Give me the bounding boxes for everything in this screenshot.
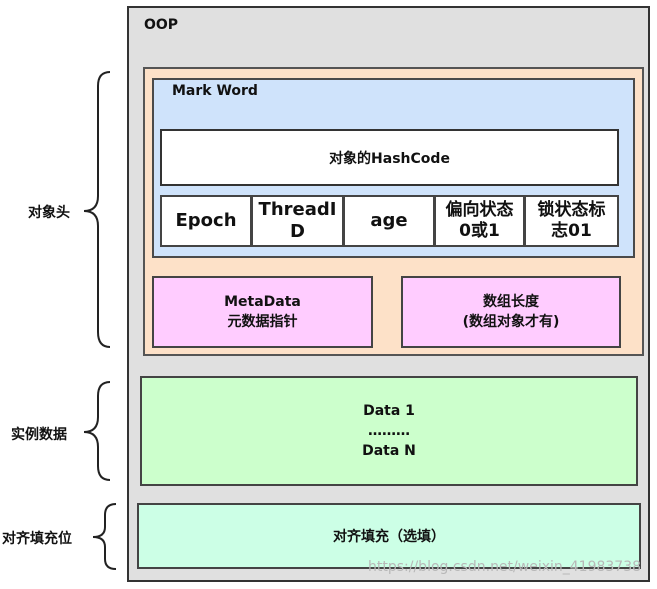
array-length-box: 数组长度 (数组对象才有) [401,276,621,348]
metadata-pointer-box: MetaData 元数据指针 [152,276,373,348]
instance-data-first: Data 1 [363,402,415,419]
padding-box: 对齐填充（选填） [137,503,641,569]
padding-brace [92,503,117,570]
mark-word-title: Mark Word [172,83,258,99]
cell-line: 偏向状态 [445,199,514,220]
cell-line: Epoch [175,209,237,231]
instance-data-last: Data N [362,443,416,460]
cell-line: age [370,209,408,231]
object-header-brace [83,71,111,348]
instance-data-box: Data 1 ……… Data N [140,376,638,486]
padding-label: 对齐填充（选填） [333,529,445,545]
oop-title: OOP [144,17,179,33]
cell-line: ThreadI [258,198,337,220]
cell-line: 志01 [551,221,592,241]
instance-data-ellipsis: ……… [368,422,410,439]
padding-label-side: 对齐填充位 [2,531,72,547]
mark-word-cell-lock-flag: 锁状态标 志01 [524,195,619,247]
array-length-title: 数组长度 [482,293,539,310]
metadata-title: MetaData [224,293,301,310]
instance-data-brace [83,381,111,481]
metadata-subtitle: 元数据指针 [227,314,298,330]
array-length-subtitle: (数组对象才有) [462,314,560,330]
instance-data-label: 实例数据 [11,427,67,443]
cell-line: D [290,221,305,242]
cell-line: 0或1 [459,221,500,241]
cell-line: 锁状态标 [537,199,606,220]
hashcode-field: 对象的HashCode [160,129,619,186]
object-header-label: 对象头 [28,205,70,221]
mark-word-cell-age: age [343,195,435,247]
mark-word-cell-biased-state: 偏向状态 0或1 [434,195,525,247]
mark-word-cell-thread-id: ThreadI D [251,195,344,247]
watermark: https://blog.csdn.net/weixin_41983738 [368,559,642,575]
mark-word-cell-epoch: Epoch [160,195,252,247]
hashcode-label: 对象的HashCode [329,150,450,167]
